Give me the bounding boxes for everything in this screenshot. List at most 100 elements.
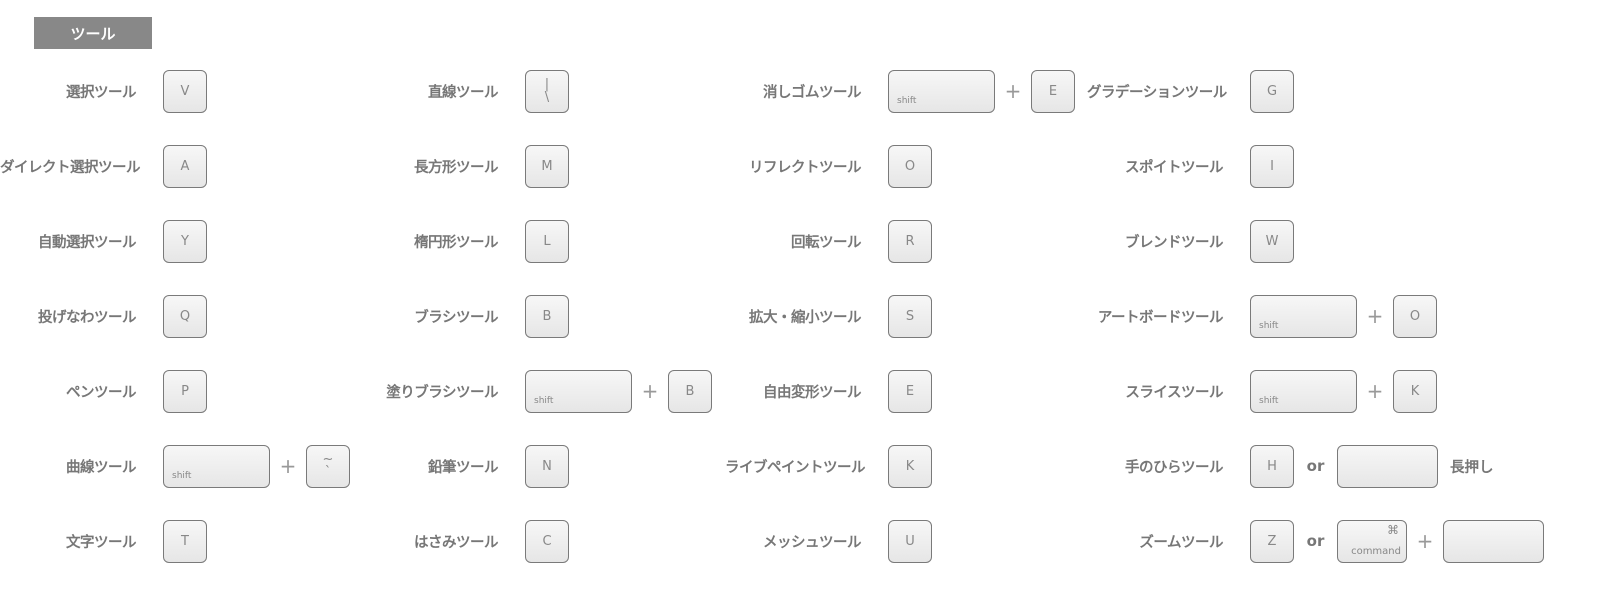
tool-label: 直線ツール <box>428 84 499 101</box>
tool-label: アートボードツール <box>1097 309 1224 326</box>
key-C[interactable]: C <box>525 519 569 563</box>
key-label: E <box>905 383 915 399</box>
shortcut-row: ダイレクト選択ツール A <box>0 144 207 188</box>
tool-label: グラデーションツール <box>1087 84 1227 101</box>
shortcut-row: 直線ツール |\ <box>362 69 569 113</box>
plus-separator: + <box>279 454 297 478</box>
space-key[interactable] <box>1337 444 1438 488</box>
shift-key[interactable]: shift <box>1250 294 1357 338</box>
key-I[interactable]: I <box>1250 144 1294 188</box>
key-label: R <box>905 233 915 249</box>
key-label: K <box>1410 383 1420 399</box>
key-V[interactable]: V <box>163 69 207 113</box>
tool-label: ライブペイントツール <box>725 459 866 476</box>
key-label: L <box>543 233 551 249</box>
tool-label: 拡大・縮小ツール <box>749 309 862 326</box>
key-|[interactable]: |\ <box>525 69 569 113</box>
key-B[interactable]: B <box>668 369 712 413</box>
tool-label: 選択ツール <box>66 84 137 101</box>
key-label-secondary: ` <box>324 465 332 480</box>
key-label: Z <box>1267 533 1277 549</box>
shift-key[interactable]: shift <box>525 369 632 413</box>
tool-label: スライスツール <box>1125 384 1223 401</box>
key-B[interactable]: B <box>525 294 569 338</box>
key-label: O <box>904 158 916 174</box>
key-label: A <box>180 158 190 174</box>
key-label: H <box>1267 458 1277 474</box>
key-E[interactable]: E <box>888 369 932 413</box>
tool-label: 文字ツール <box>66 534 137 551</box>
key-sub-label: shift <box>897 95 917 106</box>
key-L[interactable]: L <box>525 219 569 263</box>
tool-label: はさみツール <box>414 534 499 551</box>
tool-label: ペンツール <box>66 384 137 401</box>
key-O[interactable]: O <box>1393 294 1437 338</box>
key-E[interactable]: E <box>1031 69 1075 113</box>
key-label: T <box>181 533 189 549</box>
shift-key[interactable]: shift <box>888 69 995 113</box>
tool-label: ブラシツール <box>414 309 498 326</box>
key-label: P <box>181 383 189 399</box>
plus-separator: + <box>1366 379 1384 403</box>
shortcut-row: 文字ツール T <box>0 519 207 563</box>
key-Y[interactable]: Y <box>163 219 207 263</box>
key-label: B <box>542 308 552 324</box>
key-label: N <box>542 458 552 474</box>
key-A[interactable]: A <box>163 144 207 188</box>
key-U[interactable]: U <box>888 519 932 563</box>
tool-label: メッシュツール <box>763 534 862 551</box>
tool-label: 長方形ツール <box>414 159 499 176</box>
key-R[interactable]: R <box>888 219 932 263</box>
shift-key[interactable]: shift <box>1250 369 1357 413</box>
key-label: V <box>180 83 190 99</box>
key-label: Y <box>181 233 189 249</box>
key-K[interactable]: K <box>888 444 932 488</box>
shortcut-row: ライブペイントツール K <box>725 444 932 488</box>
plus-separator: + <box>1004 79 1022 103</box>
key-O[interactable]: O <box>888 144 932 188</box>
tool-label: ダイレクト選択ツール <box>0 159 141 176</box>
shortcut-row: ブレンドツール W <box>1087 219 1294 263</box>
tool-label: 曲線ツール <box>66 459 137 476</box>
shortcut-row: ペンツール P <box>0 369 207 413</box>
shortcut-row: 消しゴムツール shift + E <box>725 69 1075 113</box>
key-label: I <box>1270 158 1274 174</box>
key-label: S <box>905 308 915 324</box>
shift-key[interactable]: shift <box>163 444 270 488</box>
key-M[interactable]: M <box>525 144 569 188</box>
space-key[interactable] <box>1443 519 1544 563</box>
tool-label: 消しゴムツール <box>763 84 862 101</box>
key-G[interactable]: G <box>1250 69 1294 113</box>
tool-label: 鉛筆ツール <box>428 459 499 476</box>
tool-label: スポイトツール <box>1125 159 1224 176</box>
key-K[interactable]: K <box>1393 369 1437 413</box>
key-N[interactable]: N <box>525 444 569 488</box>
key-W[interactable]: W <box>1250 219 1294 263</box>
key-sub-label: shift <box>172 470 192 481</box>
command-key[interactable]: ⌘command <box>1337 519 1407 563</box>
key-P[interactable]: P <box>163 369 207 413</box>
key-Q[interactable]: Q <box>163 294 207 338</box>
key-H[interactable]: H <box>1250 444 1294 488</box>
key-label: | <box>544 77 550 92</box>
key-T[interactable]: T <box>163 519 207 563</box>
key-Z[interactable]: Z <box>1250 519 1294 563</box>
or-separator: or <box>1306 457 1325 475</box>
tool-label: ブレンドツール <box>1125 234 1224 251</box>
key-label: W <box>1265 233 1279 249</box>
key-label: G <box>1266 83 1278 99</box>
key-S[interactable]: S <box>888 294 932 338</box>
key-label: U <box>905 533 915 549</box>
key-label: B <box>685 383 695 399</box>
shortcut-row: 鉛筆ツール N <box>362 444 569 488</box>
key-label: E <box>1048 83 1058 99</box>
key-~[interactable]: ~` <box>306 444 350 488</box>
